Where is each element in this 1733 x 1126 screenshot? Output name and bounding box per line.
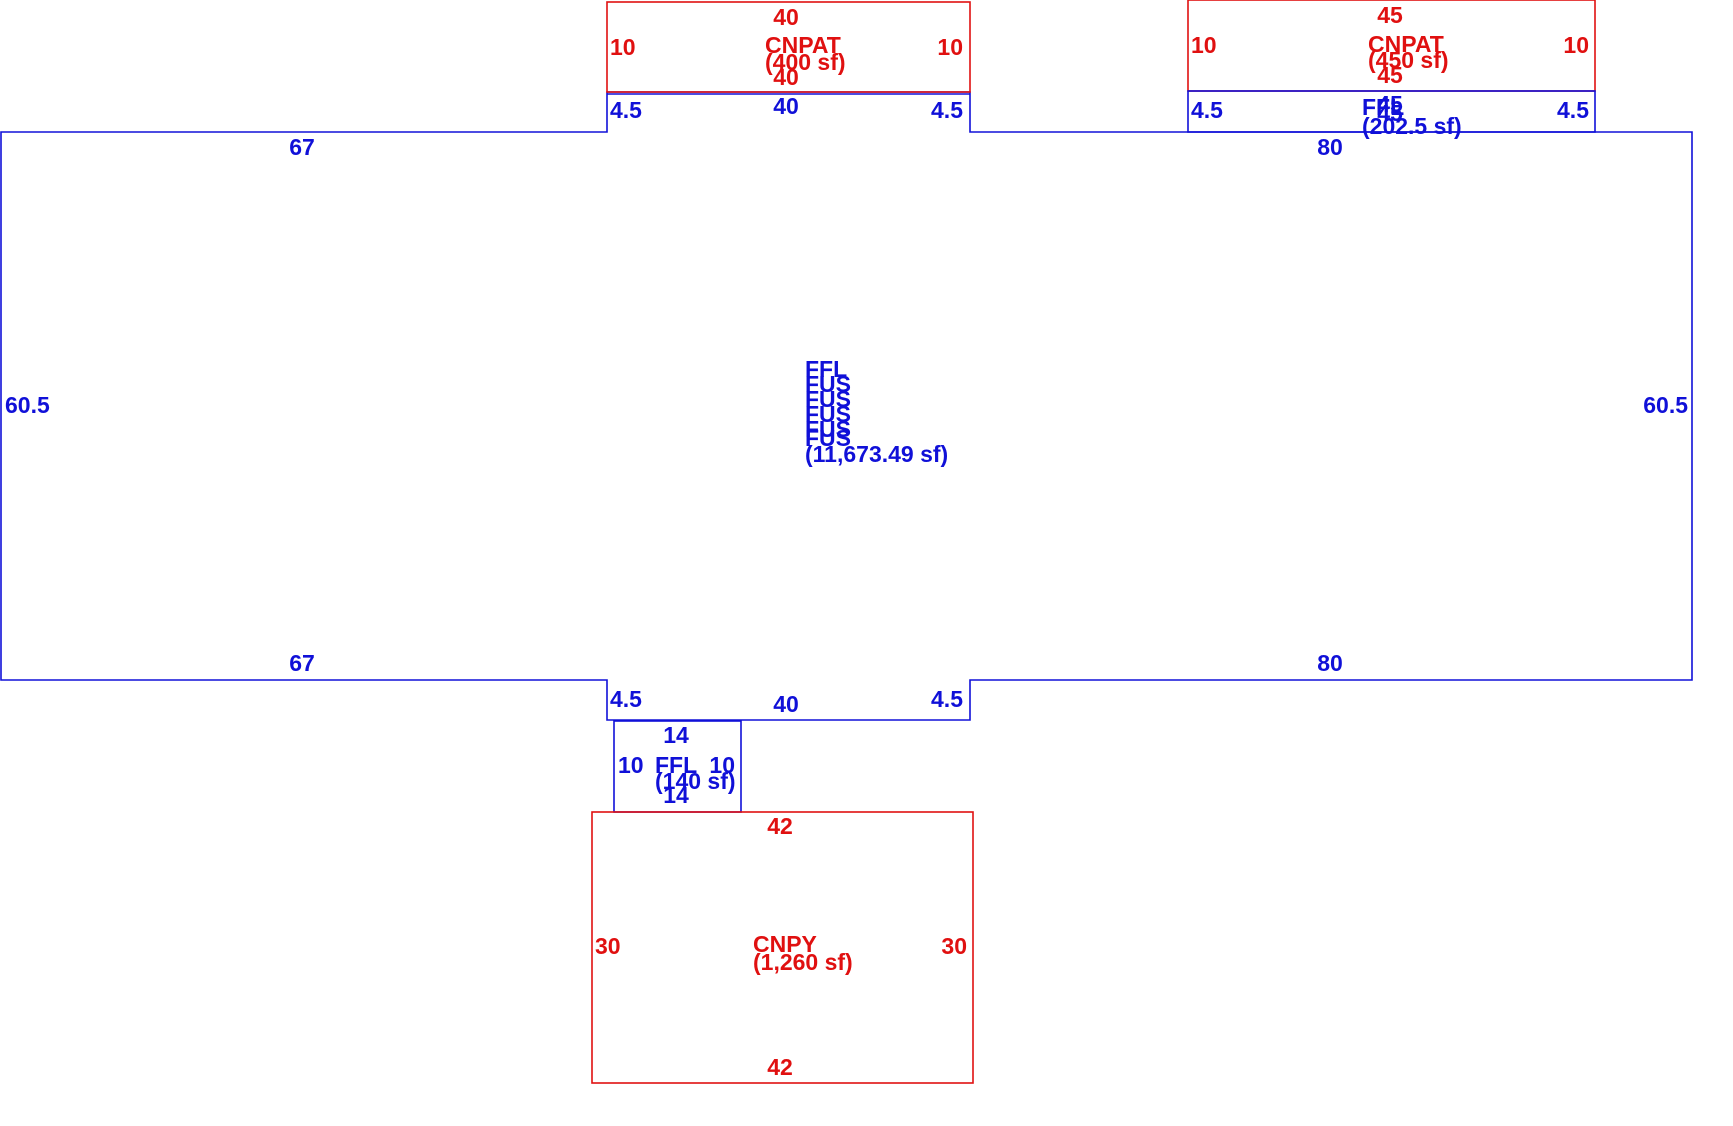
main-dim-top-left: 67 [289, 134, 315, 160]
cnpat-left-dim-right: 10 [937, 34, 963, 60]
main-area-code: FUS [805, 401, 851, 427]
canopy-area: (1,260 sf) [753, 949, 853, 975]
canopy-dim-bottom: 42 [767, 1054, 793, 1080]
cnpat-right-dim-left: 10 [1191, 32, 1217, 58]
main-dim-right: 60.5 [1643, 392, 1688, 418]
cnpat-right-dim-top: 45 [1377, 2, 1403, 28]
main-dim-bottom-left: 67 [289, 650, 315, 676]
cnpat-right-area: (450 sf) [1368, 47, 1449, 73]
top-right-ffl-outline [1187, 90, 1596, 133]
small-ffl-label: FFL [655, 752, 697, 778]
cnpat-right-dim-right: 10 [1563, 32, 1589, 58]
top-right-ffl-dim-right: 4.5 [1557, 97, 1589, 123]
bottom-bump-dim-left: 4.5 [610, 686, 642, 712]
main-dim-top-right: 80 [1317, 134, 1343, 160]
main-area-code: FFL [805, 356, 847, 382]
top-right-ffl-dim-bottom: 45 [1377, 100, 1403, 126]
main-area-code: FUS [805, 371, 851, 397]
top-bump-dim-right: 4.5 [931, 97, 963, 123]
main-area-code: FUS [805, 416, 851, 442]
small-ffl-area: (140 sf) [655, 768, 736, 794]
small-ffl-dim-right: 10 [709, 752, 735, 778]
small-ffl-dim-left: 10 [618, 752, 644, 778]
canopy-label: CNPY [753, 931, 817, 957]
top-right-ffl-dim-top: 45 [1377, 91, 1403, 117]
bottom-bump-dim-right: 4.5 [931, 686, 963, 712]
cnpat-left-dim-bottom: 40 [773, 64, 799, 90]
canopy-dim-left: 30 [595, 933, 621, 959]
cnpat-left-label: CNPAT [765, 32, 841, 58]
small-ffl-dim-bottom: 14 [663, 782, 689, 808]
main-area-value: (11,673.49 sf) [805, 441, 948, 467]
main-area-code: FUS [805, 386, 851, 412]
cnpat-left-dim-left: 10 [610, 34, 636, 60]
top-bump-dim-left: 4.5 [610, 97, 642, 123]
main-dim-bottom-right: 80 [1317, 650, 1343, 676]
canopy-dim-top: 42 [767, 813, 793, 839]
bottom-bump-dim-width: 40 [773, 691, 799, 717]
cnpat-right-label: CNPAT [1368, 31, 1444, 57]
top-right-ffl-area: (202.5 sf) [1362, 113, 1462, 139]
top-right-ffl-label: FFL [1362, 94, 1404, 120]
cnpat-right-dim-bottom: 45 [1377, 62, 1403, 88]
canopy-outline [591, 811, 974, 1084]
main-area-code: FUS [805, 425, 851, 451]
small-ffl-dim-top: 14 [663, 722, 689, 748]
cnpat-left-area: (400 sf) [765, 49, 846, 75]
canopy-dim-right: 30 [941, 933, 967, 959]
top-right-ffl-dim-left: 4.5 [1191, 97, 1223, 123]
main-dim-left: 60.5 [5, 392, 50, 418]
cnpat-left-dim-top: 40 [773, 4, 799, 30]
cnpat-left-outline [606, 1, 971, 93]
top-bump-dim-width: 40 [773, 93, 799, 119]
